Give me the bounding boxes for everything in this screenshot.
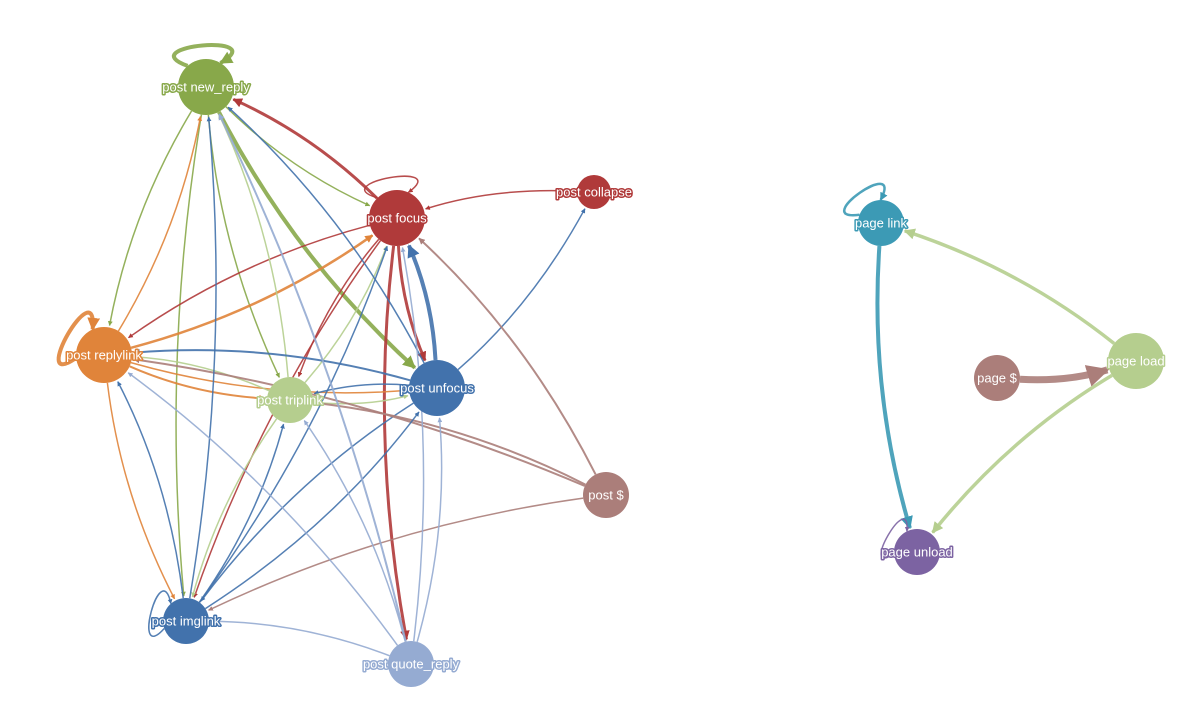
edge-triplink-to-unfocus (312, 394, 409, 405)
edge-unfocus-to-focus (407, 244, 438, 361)
node-label: post new_reply (162, 80, 250, 95)
node-quote-reply[interactable]: post quote_reply (361, 641, 461, 687)
node-dollar[interactable]: post $ (583, 472, 629, 518)
edge-quote_reply-to-triplink (303, 420, 406, 642)
edge-dollar-to-replylink (133, 356, 586, 487)
node-label: page $ (977, 371, 1018, 386)
node-label: page link (855, 216, 908, 231)
edge-page_link-to-page_unload (875, 245, 913, 530)
edge-page_unload-to-page_unload (880, 518, 910, 559)
node-unfocus[interactable]: post unfocus (399, 360, 476, 416)
node-circle[interactable] (974, 355, 1020, 401)
node-label: post $ (588, 488, 624, 503)
node-new-reply[interactable]: post new_reply (161, 59, 252, 115)
edge-quote_reply-to-focus (400, 247, 425, 642)
node-label: post imglink (152, 614, 221, 629)
edge-imglink-to-replylink (117, 381, 184, 599)
edge-quote_reply-to-imglink (210, 618, 390, 657)
edge-page_load-to-page_unload (931, 373, 1113, 534)
node-label: post replylink (66, 348, 142, 363)
edge-triplink-to-replylink (133, 354, 270, 392)
node-circle[interactable] (369, 190, 425, 246)
edge-page_load-to-page_link (903, 228, 1116, 345)
node-label: post unfocus (400, 381, 474, 396)
edge-replylink-to-replylink (56, 310, 101, 367)
edge-replylink-to-unfocus (130, 361, 408, 394)
node-label: page unload (881, 545, 953, 560)
node-circle[interactable] (577, 175, 611, 209)
edge-unfocus-to-new_reply (227, 106, 425, 364)
node-label: post triplink (257, 393, 323, 408)
edge-triplink-to-focus (304, 245, 388, 384)
node-replylink[interactable]: post replylink (65, 327, 144, 383)
edges-layer (56, 43, 1116, 657)
node-collapse[interactable]: post collapse (555, 175, 633, 209)
node-circle[interactable] (388, 641, 434, 687)
edge-replylink-to-new_reply (117, 116, 203, 332)
edge-focus-to-unfocus (396, 245, 427, 362)
edge-triplink-to-new_reply (218, 113, 289, 378)
edge-new_reply-to-imglink (175, 114, 203, 597)
edge-focus-to-quote_reply (382, 245, 410, 641)
node-circle[interactable] (76, 327, 132, 383)
node-page-load[interactable]: page load (1106, 333, 1166, 389)
edge-imglink-to-imglink (148, 590, 173, 637)
edge-focus-to-new_reply (232, 97, 379, 200)
node-circle[interactable] (267, 377, 313, 423)
edge-imglink-to-new_reply (189, 116, 217, 599)
node-triplink[interactable]: post triplink (256, 377, 325, 423)
node-page-unload[interactable]: page unload (880, 529, 954, 575)
edge-new_reply-to-new_reply (171, 43, 235, 68)
node-focus[interactable]: post focus (366, 190, 429, 246)
edge-triplink-to-imglink (191, 418, 278, 598)
node-circle[interactable] (409, 360, 465, 416)
node-label: post collapse (556, 185, 632, 200)
node-label: page load (1107, 354, 1164, 369)
edge-collapse-to-focus (425, 189, 578, 210)
node-label: post focus (367, 211, 427, 226)
node-circle[interactable] (894, 529, 940, 575)
edge-unfocus-to-imglink (200, 402, 414, 602)
node-circle[interactable] (583, 472, 629, 518)
edge-new_reply-to-focus (225, 106, 371, 207)
edge-focus-to-replylink (128, 224, 371, 339)
node-imglink[interactable]: post imglink (150, 598, 222, 644)
edge-page_link-to-page_link (843, 182, 888, 217)
node-circle[interactable] (1108, 333, 1164, 389)
node-page-dollar[interactable]: page $ (974, 355, 1020, 401)
edge-replylink-to-imglink (106, 382, 176, 600)
edge-unfocus-to-collapse (457, 208, 586, 371)
node-page-link[interactable]: page link (853, 200, 909, 246)
edge-dollar-to-imglink (208, 497, 584, 611)
edge-imglink-to-triplink (198, 423, 285, 603)
node-circle[interactable] (163, 598, 209, 644)
edge-new_reply-to-unfocus (217, 110, 417, 370)
edge-unfocus-to-replylink (133, 348, 411, 382)
edge-unfocus-to-triplink (313, 383, 410, 395)
edge-replylink-to-focus (130, 234, 374, 350)
edge-imglink-to-focus (198, 245, 389, 603)
edge-dollar-to-triplink (314, 400, 586, 486)
edge-new_reply-to-triplink (207, 114, 281, 378)
edge-quote_reply-to-new_reply (218, 113, 407, 642)
node-circle[interactable] (858, 200, 904, 246)
edge-page_dollar-to-page_load (1019, 365, 1110, 387)
edge-replylink-to-triplink (129, 365, 266, 402)
node-label: post quote_reply (363, 657, 460, 672)
edge-focus-to-focus (363, 175, 419, 199)
node-circle[interactable] (178, 59, 234, 115)
edge-quote_reply-to-unfocus (416, 417, 443, 643)
edge-new_reply-to-replylink (107, 110, 193, 326)
edge-quote_reply-to-replylink (127, 372, 399, 646)
edge-dollar-to-focus (418, 237, 597, 475)
edge-imglink-to-unfocus (204, 411, 420, 610)
